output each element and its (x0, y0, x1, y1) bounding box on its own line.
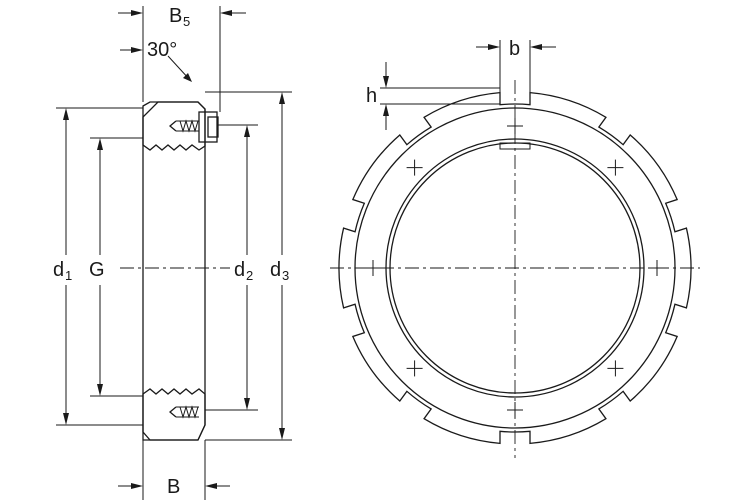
screw-position-marks (365, 118, 665, 418)
dim-G: G (89, 137, 143, 397)
dim-B5: B 5 (118, 5, 246, 112)
screw-tip-top (168, 120, 177, 132)
d3-label: d (270, 259, 281, 281)
d1-label: d (53, 259, 64, 281)
dim-h: h (366, 62, 500, 130)
top-section-fill (142, 101, 206, 151)
B5-subscript: 5 (183, 14, 190, 29)
dim-d1: d 1 (53, 107, 143, 426)
dim-B: B (118, 440, 230, 500)
side-section-view: d 1 G d 2 (53, 5, 292, 500)
h-label: h (366, 85, 377, 107)
screw-thread-zigzag (179, 119, 199, 133)
d2-subscript: 2 (246, 268, 253, 283)
dim-b: b (476, 38, 556, 100)
bottom-section-fill (142, 388, 206, 441)
dim-d2: d 2 (205, 124, 258, 411)
hex-screw-icon (207, 116, 219, 138)
screw-housing-top (198, 111, 218, 143)
slotted-outer-contour (338, 91, 692, 445)
angle-label: 30° (147, 39, 177, 61)
top-section (142, 101, 219, 151)
d3-subscript: 3 (282, 268, 289, 283)
inner-key-slot (499, 142, 531, 150)
dim-d3: d 3 (205, 91, 292, 441)
b-label: b (509, 38, 520, 60)
bottom-section (142, 388, 206, 441)
B-label: B (167, 476, 180, 498)
G-label: G (89, 259, 105, 281)
screw-thread-zigzag-bottom (179, 405, 199, 419)
d2-label: d (234, 259, 245, 281)
screw-tip-bottom (168, 406, 177, 418)
d1-subscript: 1 (65, 268, 72, 283)
chamfer-angle-callout: 30° (120, 39, 192, 82)
B5-label: B (169, 5, 182, 27)
front-view: b h (330, 38, 700, 458)
